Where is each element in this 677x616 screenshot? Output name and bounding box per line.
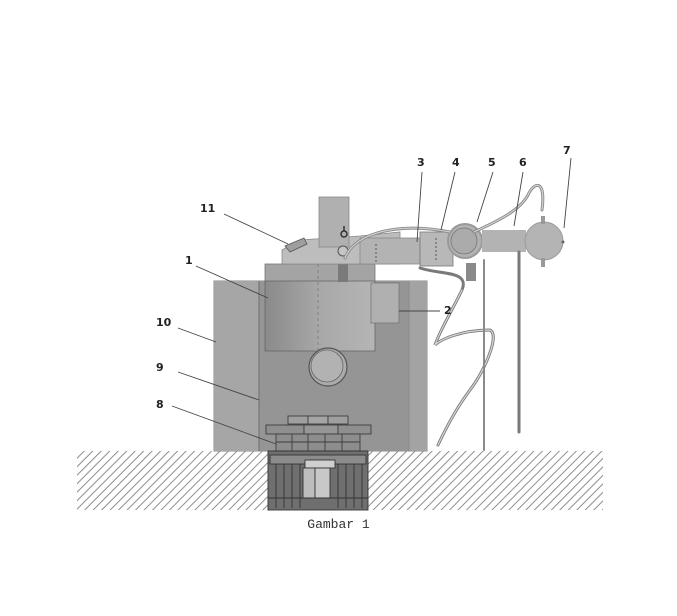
callout-4: 4 [452, 156, 460, 169]
port-opening [308, 347, 348, 387]
crucible-pot [264, 263, 376, 352]
callout-8: 8 [156, 398, 164, 411]
leader-lines [171, 157, 572, 445]
block-stack [265, 415, 372, 452]
callout-6: 6 [519, 156, 527, 169]
callout-3: 3 [417, 156, 425, 169]
callout-9: 9 [156, 361, 164, 374]
figure-caption: Gambar 1 [307, 517, 370, 532]
hoses [343, 184, 545, 451]
part-2-block [370, 282, 400, 324]
callout-2: 2 [444, 304, 452, 317]
callout-1: 1 [185, 254, 193, 267]
callout-10: 10 [156, 316, 172, 329]
foundation [267, 450, 369, 511]
arm-assembly [447, 216, 565, 267]
callout-5: 5 [488, 156, 496, 169]
callout-labels: 1 2 3 4 5 6 7 8 9 10 11 [156, 144, 571, 411]
callout-11: 11 [200, 202, 215, 215]
callout-7: 7 [563, 144, 571, 157]
